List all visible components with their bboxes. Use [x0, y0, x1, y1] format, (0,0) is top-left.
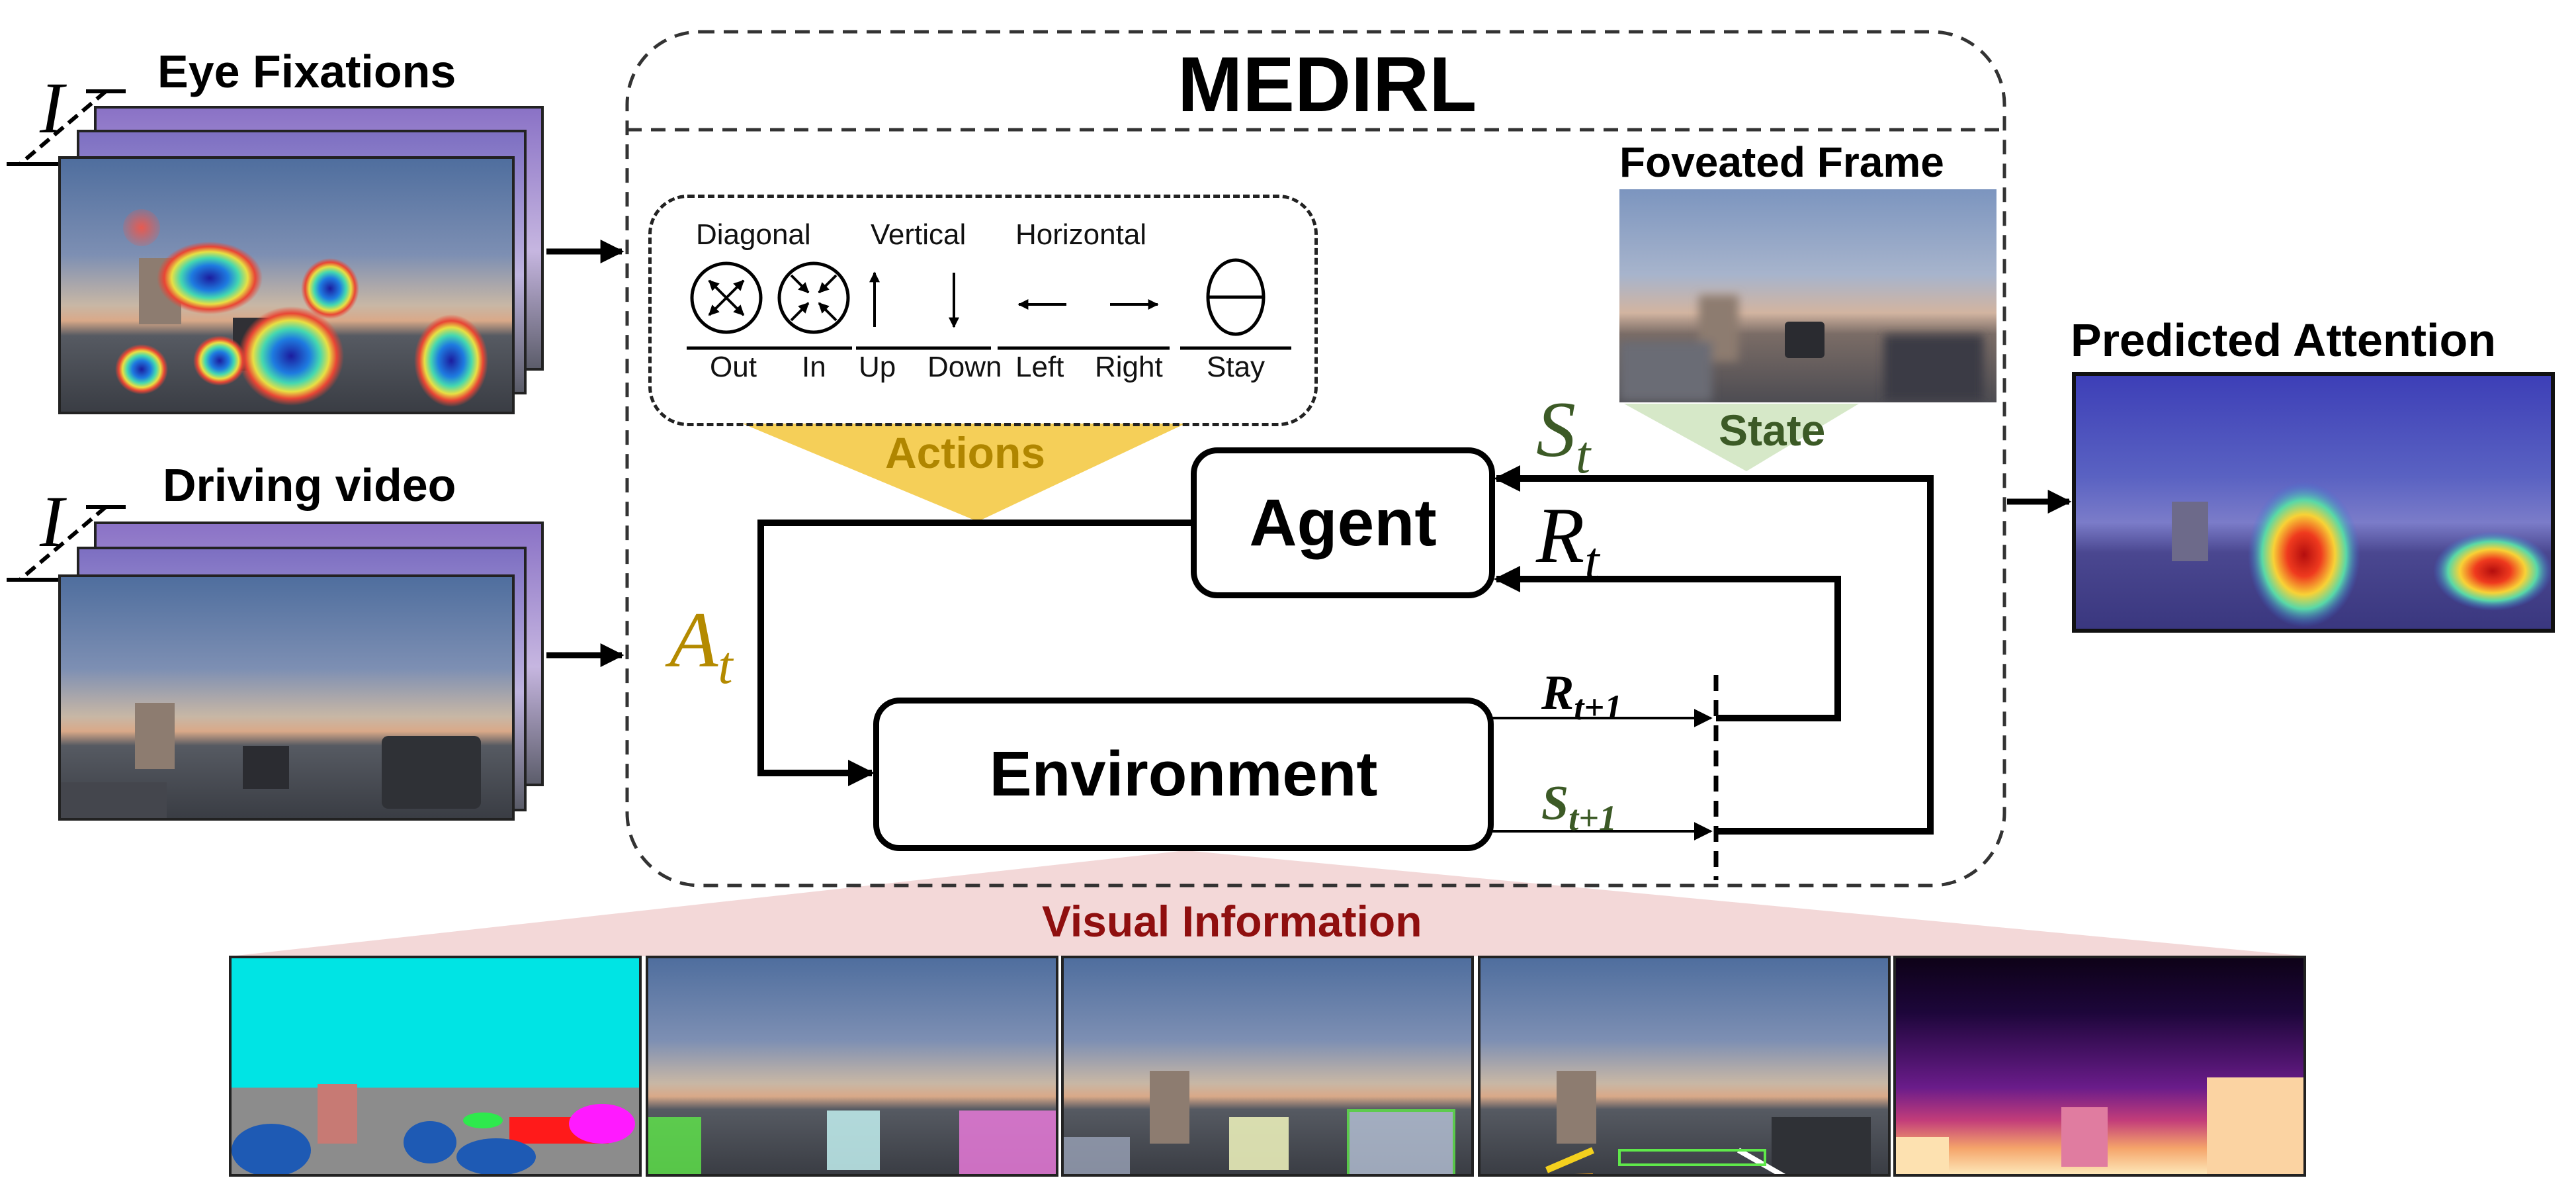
action-group-vertical: Vertical — [871, 218, 966, 251]
predicted-attention-image — [2072, 372, 2555, 633]
reward-next-symbol: Rt+1 — [1541, 666, 1623, 727]
actions-label: Actions — [885, 428, 1046, 477]
actions-funnel — [742, 424, 1185, 522]
eye-fixations-label: Eye Fixations — [157, 46, 456, 97]
reward-feedback-path — [1494, 566, 1841, 721]
eye-frame-front — [58, 156, 515, 414]
zoom-in-icon — [777, 261, 850, 334]
medirl-boundary — [625, 30, 2006, 887]
driving-video-label: Driving video — [163, 459, 456, 511]
detected-objects — [648, 1111, 1056, 1174]
eye-fixation-heatmap — [115, 209, 488, 407]
eye-stack-symbol: I — [40, 68, 64, 148]
blurred-road-scene — [1619, 295, 1983, 401]
depth-shapes — [1896, 1077, 2303, 1174]
action-up: Up — [859, 351, 896, 383]
state-t-symbol: St — [1536, 385, 1591, 484]
reward-t-symbol: Rt — [1536, 491, 1600, 590]
agent-box: Agent — [1191, 447, 1495, 598]
video-stack-depth-icon — [7, 505, 126, 582]
video-frame-front — [58, 574, 515, 821]
instance-masks — [1064, 1071, 1455, 1174]
state-funnel — [1624, 404, 1859, 471]
action-stay: Stay — [1207, 351, 1266, 383]
attention-heatmap — [2172, 482, 2551, 627]
action-down: Down — [927, 351, 1002, 383]
visual-information-fan — [230, 850, 2307, 956]
instance-masks-thumbnail — [1061, 956, 1474, 1177]
state-label: State — [1719, 406, 1826, 455]
environment-box: Environment — [873, 698, 1494, 851]
visual-information-label: Visual Information — [1042, 897, 1422, 946]
road-scene — [61, 703, 481, 818]
object-detection-thumbnail — [646, 956, 1058, 1177]
eye-stack-depth-icon — [7, 89, 126, 166]
action-out: Out — [710, 351, 757, 383]
medirl-title: MEDIRL — [1178, 41, 1477, 128]
foveated-frame-title: Foveated Frame — [1619, 138, 1944, 186]
segmentation-map-thumbnail — [229, 956, 642, 1177]
foveated-frame-image — [1619, 189, 1996, 402]
stay-icon — [1206, 258, 1266, 336]
action-group-diagonal: Diagonal — [696, 218, 811, 251]
action-group-horizontal: Horizontal — [1015, 218, 1147, 251]
action-t-symbol: At — [669, 596, 733, 695]
zoom-out-icon — [690, 261, 763, 334]
action-in: In — [802, 351, 826, 383]
state-feedback-path — [1494, 465, 1934, 835]
actions-panel — [648, 195, 1318, 426]
segmentation-shapes — [232, 1084, 635, 1174]
lane-detection-thumbnail — [1478, 956, 1891, 1177]
state-next-symbol: St+1 — [1541, 776, 1617, 838]
lane-markings — [1545, 1071, 1871, 1174]
predicted-attention-title: Predicted Attention — [2071, 314, 2496, 366]
action-glyphs — [687, 258, 1291, 350]
action-left: Left — [1015, 351, 1064, 383]
action-path — [757, 520, 1193, 786]
depth-map-thumbnail — [1893, 956, 2306, 1177]
action-right: Right — [1095, 351, 1163, 383]
